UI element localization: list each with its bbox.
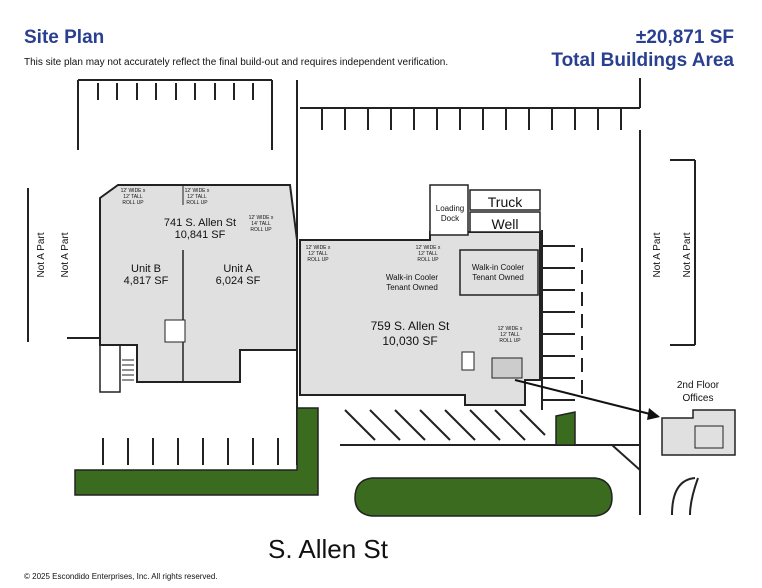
door-741-1-line2: 12' TALL: [123, 194, 143, 200]
door-741-1-line1: 12' WIDE x: [121, 188, 146, 194]
loading-dock-line2: Dock: [441, 214, 460, 223]
building-759-area: 10,030 SF: [382, 334, 437, 348]
door-759-2-line2: 12' TALL: [418, 251, 438, 257]
offices-arrow: [514, 379, 659, 417]
landscape-left: [74, 407, 319, 496]
door-741-2-line1: 12' WIDE x: [185, 188, 210, 194]
cooler-1-line1: Walk-in Cooler: [386, 273, 438, 282]
door-741-3-line2: 14' TALL: [251, 221, 271, 227]
unit-b-area: 4,817 SF: [124, 275, 169, 287]
door-759-3-line2: 12' TALL: [500, 332, 520, 338]
not-a-part-1: Not A Part: [36, 232, 47, 277]
disclaimer-text: This site plan may not accurately reflec…: [24, 57, 449, 68]
unit-b-name: Unit B: [131, 263, 161, 275]
door-759-3-line3: ROLL UP: [499, 338, 521, 344]
door-759-1-line2: 12' TALL: [308, 251, 328, 257]
stair-icon: [122, 359, 134, 381]
not-a-part-3: Not A Part: [652, 232, 663, 277]
total-area-label: Total Buildings Area: [551, 50, 734, 71]
landscape-center: [354, 477, 613, 517]
entry-ramp: [99, 345, 121, 393]
door-741-2-line3: ROLL UP: [186, 200, 208, 206]
not-a-part-2: Not A Part: [60, 232, 71, 277]
building-741-area: 10,841 SF: [175, 229, 226, 241]
building-741-name: 741 S. Allen St: [164, 217, 236, 229]
offices-label-line2: Offices: [683, 393, 714, 404]
landscape-island: [555, 411, 576, 446]
office-room: [694, 425, 724, 449]
truck-label: Truck: [488, 194, 523, 210]
total-area-value: ±20,871 SF: [635, 27, 734, 48]
not-a-part-4: Not A Part: [682, 232, 693, 277]
restroom-759: [461, 351, 475, 371]
door-759-1-line1: 12' WIDE x: [306, 245, 331, 251]
door-741-2-line2: 12' TALL: [187, 194, 207, 200]
copyright-text: © 2025 Escondido Enterprises, Inc. All r…: [24, 572, 218, 581]
offices-label-line1: 2nd Floor: [677, 380, 720, 391]
cooler-2-line2: Tenant Owned: [472, 273, 524, 282]
door-759-1-line3: ROLL UP: [307, 257, 329, 263]
restroom: [164, 319, 186, 343]
walk-in-cooler-2: [459, 249, 539, 296]
loading-dock-line1: Loading: [436, 204, 464, 213]
street-name: S. Allen St: [268, 534, 388, 564]
well-box: [469, 211, 541, 233]
truck-box: [469, 189, 541, 211]
cooler-2-line1: Walk-in Cooler: [472, 263, 524, 272]
unit-a-name: Unit A: [223, 263, 253, 275]
building-741: [99, 184, 298, 383]
door-759-2-line1: 12' WIDE x: [416, 245, 441, 251]
arrow-head-icon: [647, 408, 660, 420]
door-741-3-line1: 12' WIDE x: [249, 215, 274, 221]
building-759-name: 759 S. Allen St: [371, 319, 450, 333]
door-741-3-line3: ROLL UP: [250, 227, 272, 233]
stairs-759: [491, 357, 523, 379]
door-759-2-line3: ROLL UP: [417, 257, 439, 263]
cooler-1-line2: Tenant Owned: [386, 283, 438, 292]
parking-lines: [27, 78, 699, 516]
door-741-1-line3: ROLL UP: [122, 200, 144, 206]
unit-a-area: 6,024 SF: [216, 275, 261, 287]
loading-dock: [429, 184, 469, 236]
door-759-3-line1: 12' WIDE x: [498, 326, 523, 332]
well-label: Well: [492, 216, 519, 232]
page-title: Site Plan: [24, 27, 105, 48]
